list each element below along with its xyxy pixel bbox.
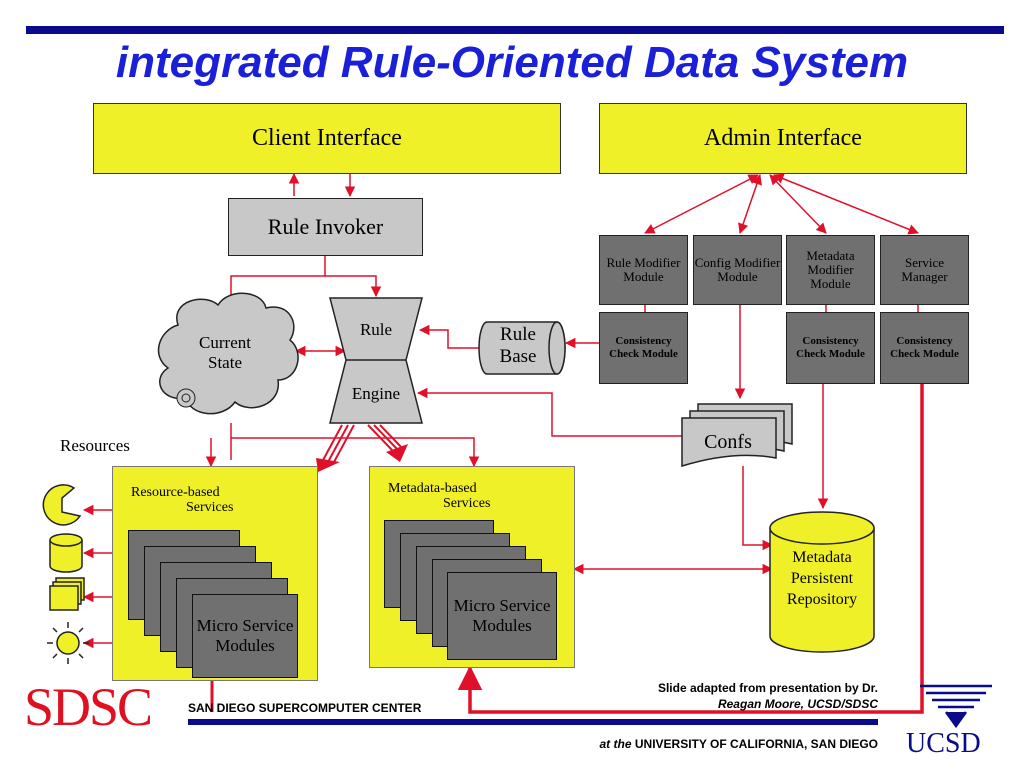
current-state-cloud — [157, 292, 299, 415]
resource-panel-label-2: Services — [186, 500, 234, 515]
univ-name: UNIVERSITY OF CALIFORNIA, SAN DIEGO — [634, 737, 878, 751]
resources-label: Resources — [60, 436, 130, 455]
resource-disk-icon — [49, 533, 83, 547]
admin-rulemod-arrow — [644, 174, 759, 234]
config-modifier-module: Config Modifier Module — [693, 235, 782, 305]
service-consistency-check-module: Consistency Check Module — [880, 312, 969, 384]
footer-bar — [188, 719, 878, 725]
admin-svcmgr-arrow — [773, 173, 919, 235]
sdsc-logo: SDSC — [24, 677, 153, 737]
metadata-consistency-check-module: Consistency Check Module — [786, 312, 875, 384]
service-manager-module: Service Manager — [880, 235, 969, 305]
rule-engine-bottom-label: Engine — [351, 384, 401, 403]
client-interface-box: Client Interface — [93, 103, 561, 174]
resource-icons — [42, 484, 89, 664]
invoker-to-state-arrow — [225, 255, 326, 308]
univ-prefix: at the — [599, 737, 632, 751]
resource-tape-icon — [42, 484, 82, 526]
metadata-msm-card-front: Micro Service Modules — [447, 572, 557, 660]
resource-msm-card-front: Micro Service Modules — [192, 594, 298, 678]
rule-modifier-module: Rule Modifier Module — [599, 235, 688, 305]
rule-base-cylinder — [478, 321, 566, 375]
resource-files-icon — [49, 585, 79, 611]
confs-to-engine-arrow — [416, 387, 682, 437]
admin-configmod-arrow — [738, 174, 762, 234]
top-rule-bar — [26, 26, 1004, 34]
resource-sun-icon — [47, 622, 89, 664]
center-name: SAN DIEGO SUPERCOMPUTER CENTER — [188, 701, 422, 715]
ucsd-logo-text: UCSD — [906, 728, 981, 759]
rule-base-label: Rule Base — [499, 324, 537, 367]
metadata-repository-cylinder — [769, 511, 875, 653]
current-state-label: Current State — [199, 333, 251, 372]
ucsd-trident-logo — [920, 684, 992, 729]
confs-documents — [681, 403, 793, 468]
invoker-to-engine-arrow — [325, 275, 382, 298]
rule-engine-top-label: Rule — [359, 320, 393, 339]
slide-title: integrated Rule-Oriented Data System — [115, 38, 909, 87]
credit-line-1: Slide adapted from presentation by Dr. — [657, 681, 878, 695]
rule-consistency-check-module: Consistency Check Module — [599, 312, 688, 384]
metadata-modifier-module: Metadata Modifier Module — [786, 235, 875, 305]
metadata-panel-label-2: Services — [443, 496, 491, 511]
resource-panel-label-1: Resource-based — [131, 485, 220, 500]
metadata-panel-label-1: Metadata-based — [388, 481, 477, 496]
credit-line-2: Reagan Moore, UCSD/SDSC — [717, 697, 878, 711]
admin-interface-box: Admin Interface — [599, 103, 967, 174]
confs-label: Confs — [704, 431, 752, 453]
service-manager-line — [457, 383, 924, 714]
university-line: at the UNIVERSITY OF CALIFORNIA, SAN DIE… — [470, 737, 879, 751]
engine-to-metadata-arrow — [230, 437, 480, 468]
rulebase-to-engine-arrow — [418, 324, 480, 349]
rule-engine-shape — [329, 297, 423, 424]
rule-invoker-box: Rule Invoker — [228, 198, 423, 256]
admin-metamod-arrow — [769, 174, 827, 234]
fat-arrows — [321, 424, 405, 463]
confs-to-repo-arrow — [742, 466, 774, 551]
metadata-repository-label: Metadata Persistent Repository — [786, 549, 858, 608]
